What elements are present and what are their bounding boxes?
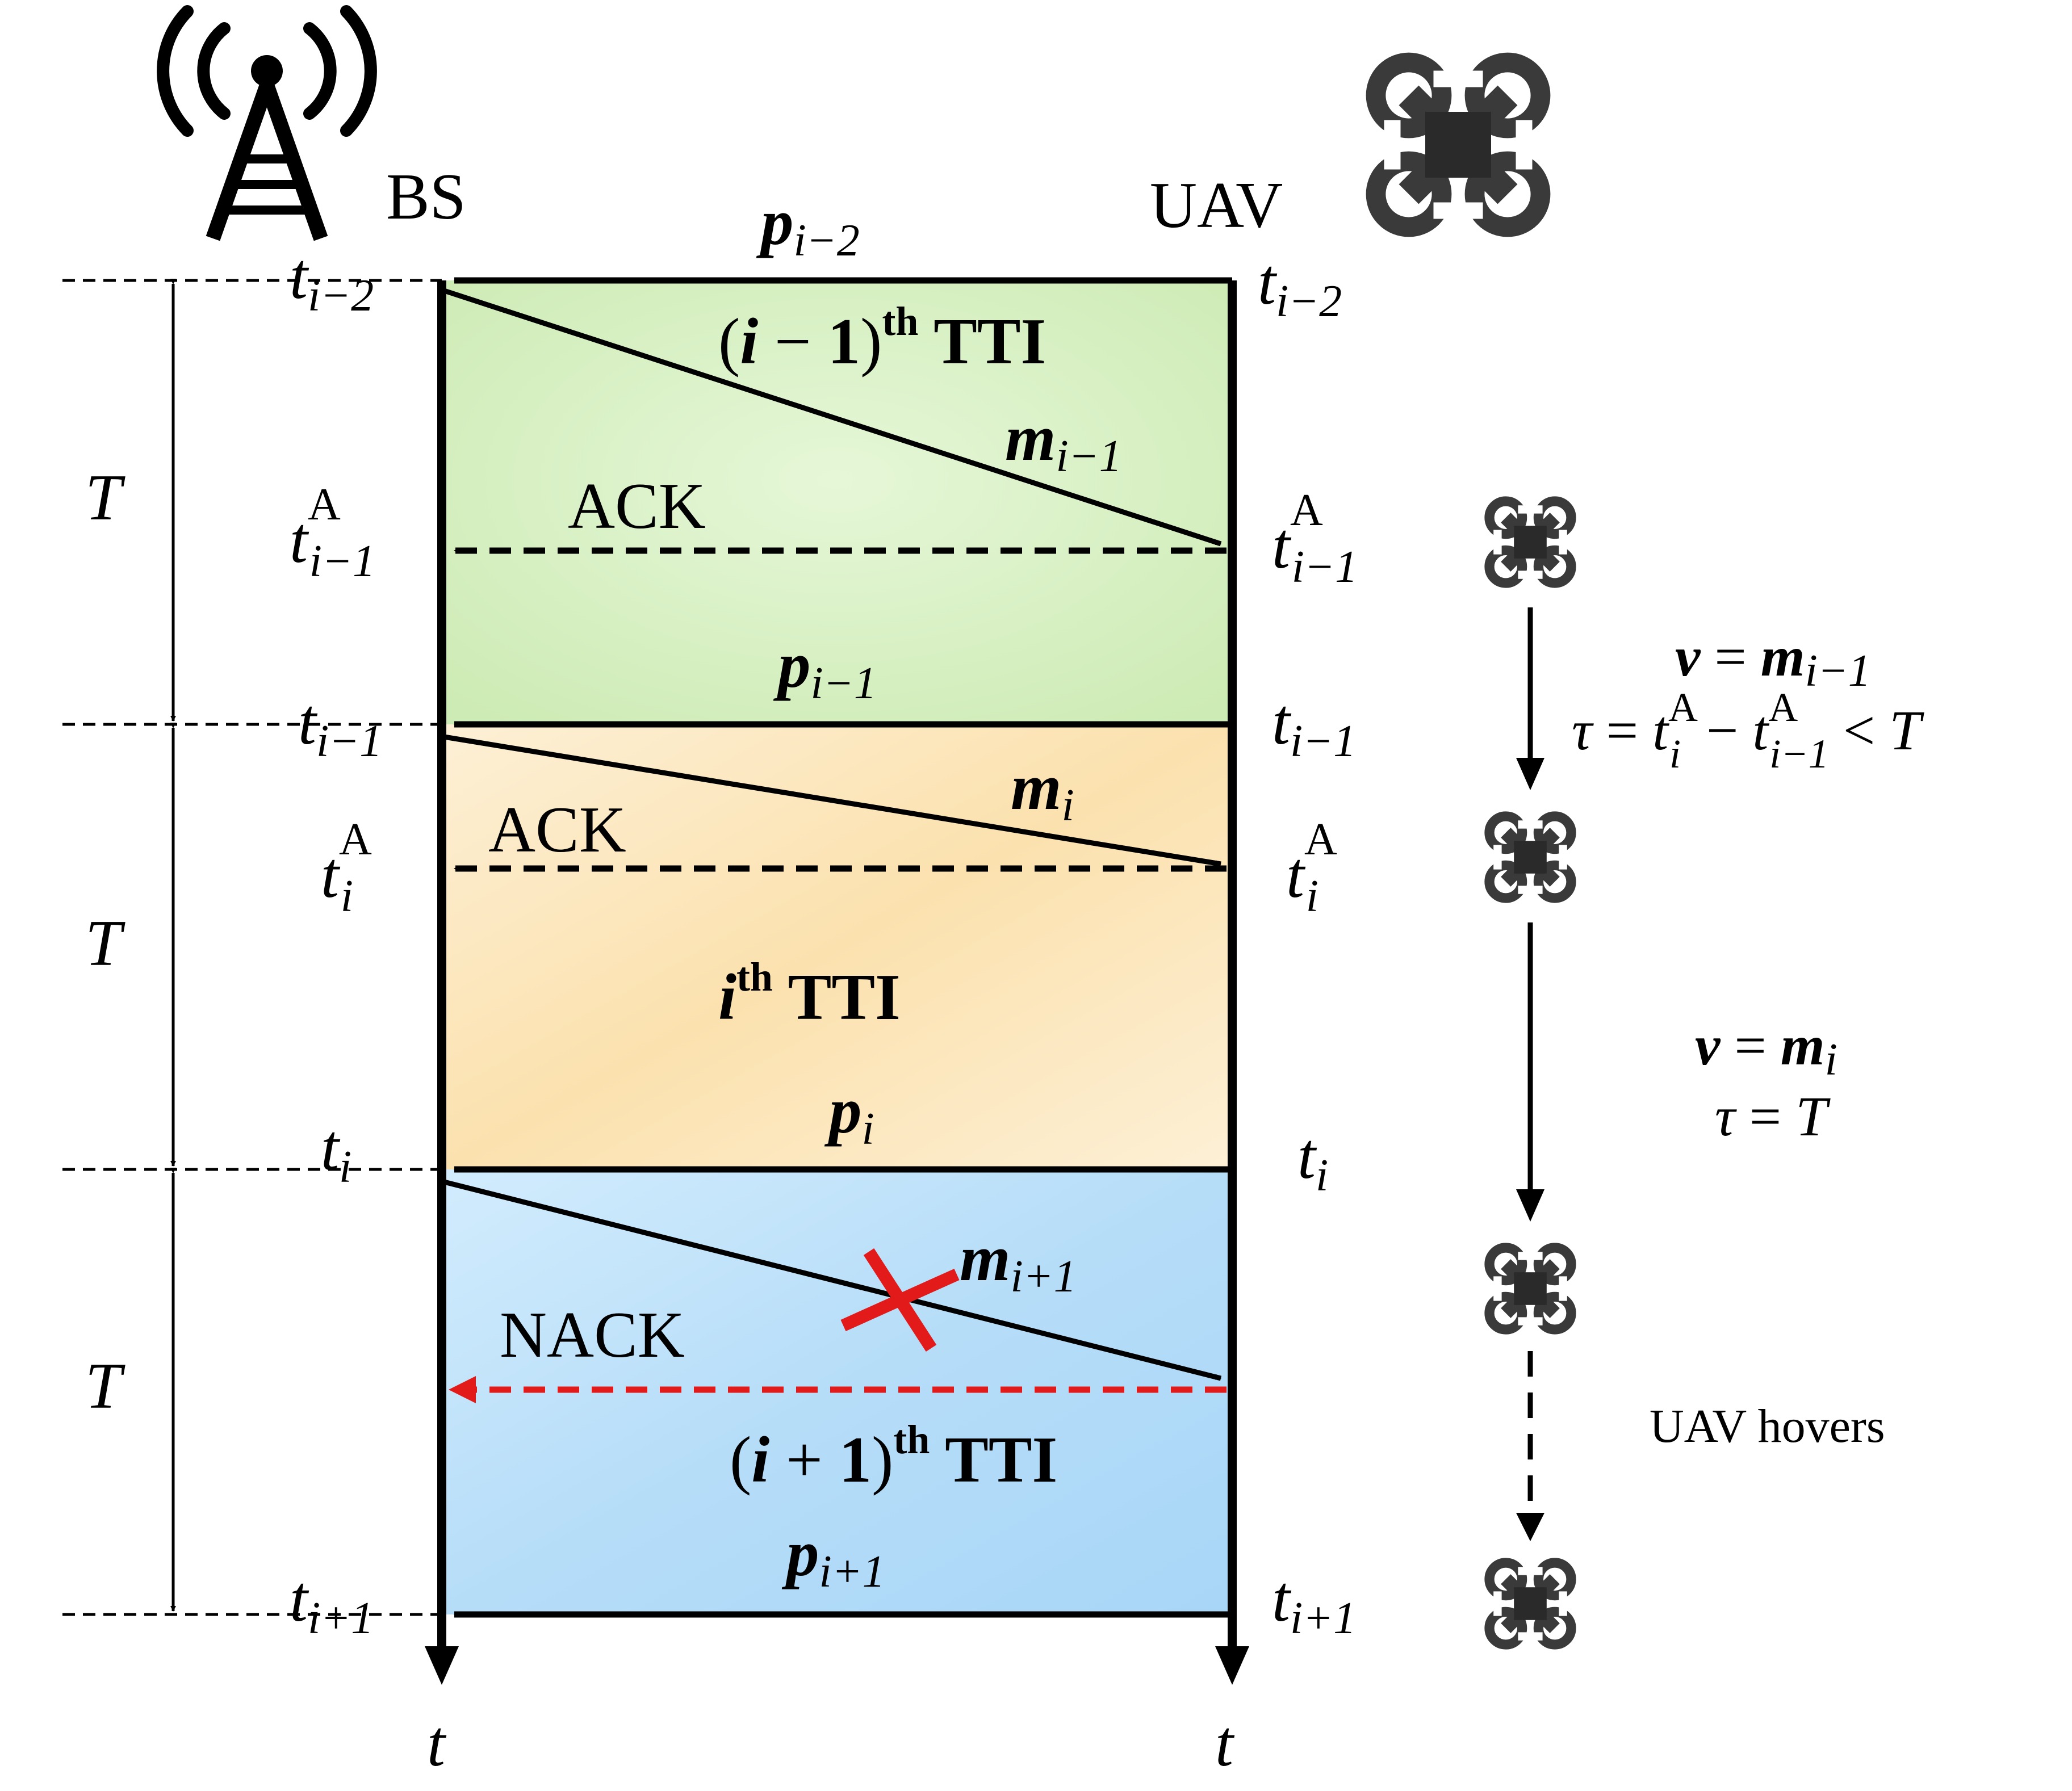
uav-timeline-arrowhead bbox=[1215, 1646, 1249, 1685]
ack2-label: ACK bbox=[488, 794, 626, 866]
p-cur-label: pi bbox=[824, 1075, 874, 1154]
drone-icon bbox=[1489, 501, 1571, 583]
tti2-label: ith TTI bbox=[718, 954, 901, 1033]
drone-icon bbox=[1489, 1563, 1571, 1645]
movement-arrowhead-2 bbox=[1516, 1189, 1544, 1222]
bs-t-im1: ti−1 bbox=[298, 686, 382, 766]
uav-time-axis-label: t bbox=[1215, 1708, 1235, 1780]
movement-arrowhead-1 bbox=[1516, 758, 1544, 790]
step2-duration: τ = T bbox=[1715, 1085, 1831, 1148]
drone-icon bbox=[1489, 1248, 1571, 1329]
tti2-region bbox=[442, 724, 1232, 1169]
m-prev1-label: mi−1 bbox=[1005, 402, 1122, 481]
m-next-arrow bbox=[443, 1179, 1222, 1381]
step2-velocity: v = mi bbox=[1695, 1014, 1837, 1085]
antenna-tower-icon bbox=[157, 5, 377, 241]
uav-t-im2: ti−2 bbox=[1258, 246, 1342, 326]
uav-label: UAV bbox=[1150, 169, 1283, 241]
period-label-2: T bbox=[85, 907, 125, 979]
uav-t-i: ti bbox=[1297, 1120, 1328, 1201]
tti3-label: (i + 1)th TTI bbox=[730, 1417, 1057, 1496]
m-next-label: mi+1 bbox=[960, 1222, 1077, 1302]
step1-velocity: v = mi−1 bbox=[1675, 625, 1871, 696]
ack1-label: ACK bbox=[568, 470, 706, 542]
m-cur-arrow bbox=[443, 734, 1221, 867]
bs-timeline-arrowhead bbox=[425, 1646, 459, 1685]
period-label-3: T bbox=[85, 1350, 125, 1422]
p-prev2-label: pi−2 bbox=[756, 186, 860, 266]
reference-dashed-lines bbox=[62, 279, 442, 1616]
tti1-label: (i − 1)th TTI bbox=[718, 299, 1046, 378]
p-prev1-label: pi−1 bbox=[773, 629, 877, 708]
m-prev1-arrow bbox=[443, 288, 1222, 547]
p-next-label: pi+1 bbox=[781, 1517, 885, 1597]
step3-hover-label: UAV hovers bbox=[1650, 1400, 1885, 1453]
bs-label: BS bbox=[386, 161, 466, 233]
bs-t-i: ti bbox=[321, 1111, 351, 1192]
uav-t-im1: ti−1 bbox=[1272, 686, 1356, 766]
movement-arrowhead-3 bbox=[1516, 1513, 1544, 1541]
nack-label: NACK bbox=[500, 1299, 685, 1371]
packet-loss-cross-icon bbox=[840, 1248, 960, 1352]
bs-t-ip1: ti+1 bbox=[290, 1563, 374, 1643]
drone-icon bbox=[1376, 62, 1541, 227]
bs-t-im2: ti−2 bbox=[290, 240, 374, 321]
drone-icon bbox=[1489, 816, 1571, 898]
bs-time-axis-label: t bbox=[427, 1708, 447, 1780]
period-label-1: T bbox=[85, 462, 125, 534]
nack-arrow bbox=[449, 1376, 1227, 1403]
uav-t-ip1: ti+1 bbox=[1272, 1563, 1356, 1643]
m-cur-label: mi bbox=[1011, 751, 1074, 831]
